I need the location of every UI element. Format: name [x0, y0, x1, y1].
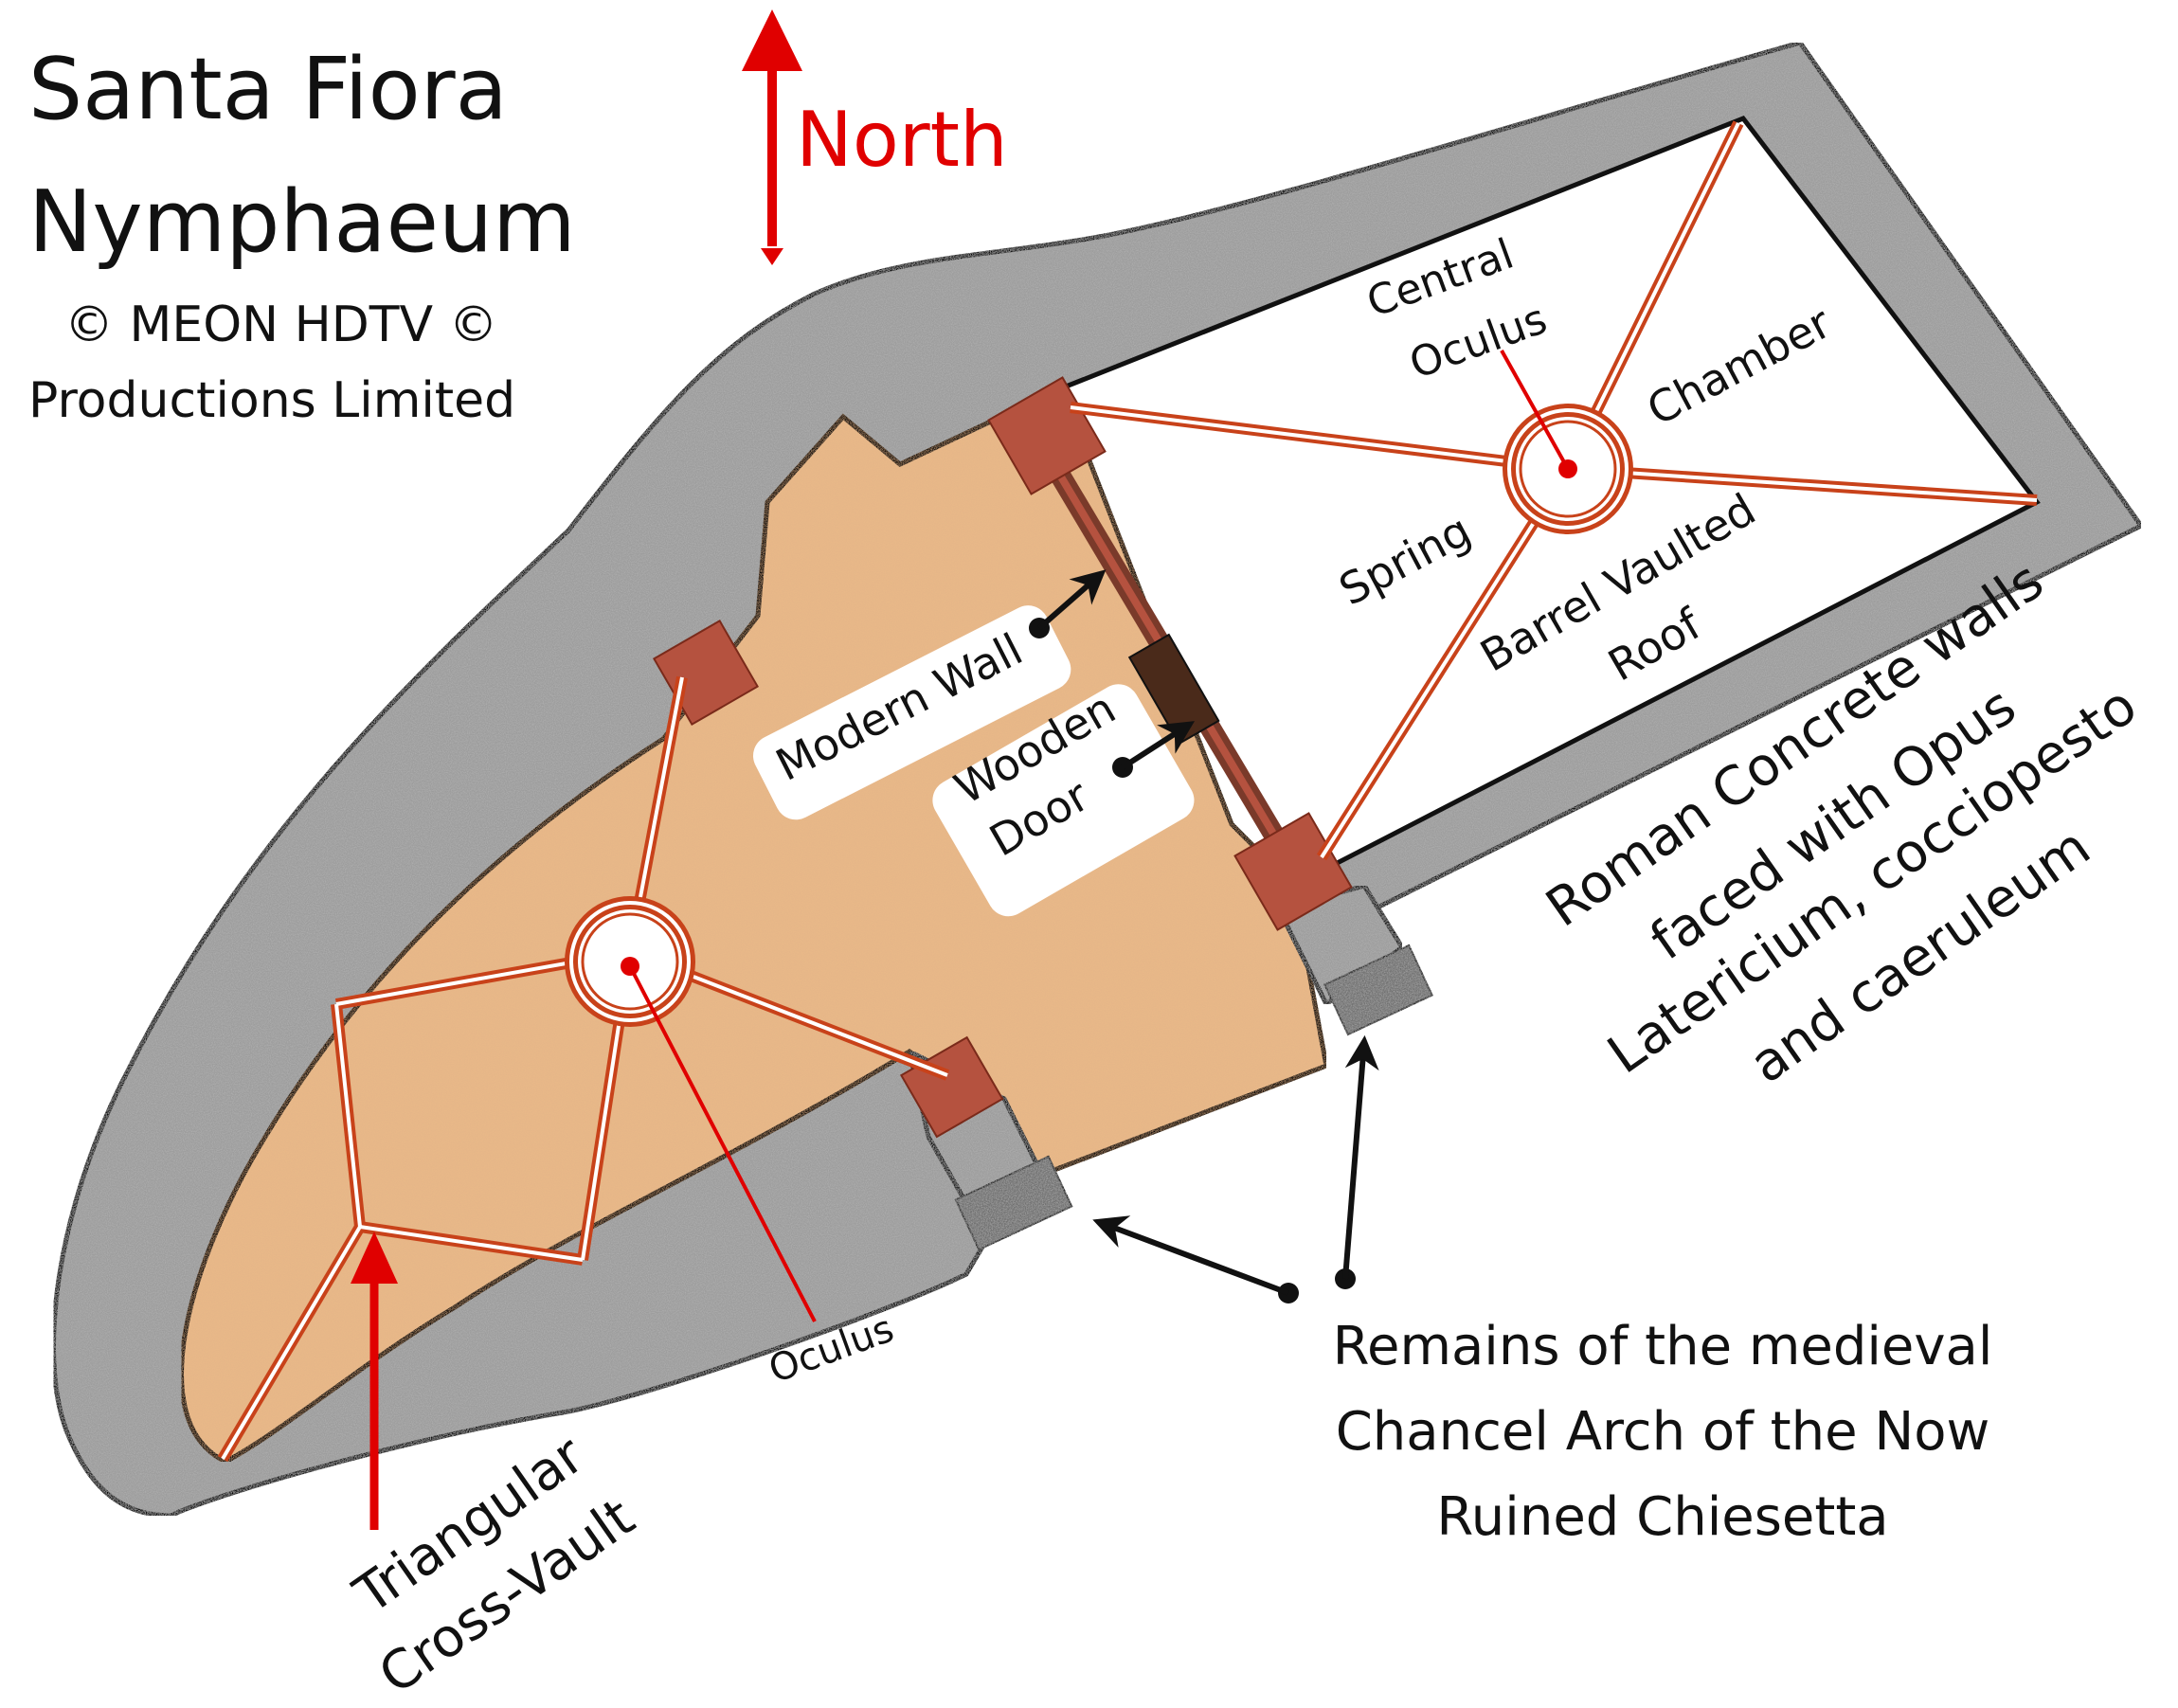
copyright-line-2: Productions Limited: [28, 372, 515, 429]
title-line-2: Nymphaeum: [28, 172, 576, 272]
arch-remains-block-east: [1321, 942, 1436, 1038]
modern-wall-pointer: [1037, 569, 1107, 631]
wooden-door: [1127, 633, 1220, 746]
cross-vault-arrow-head: [351, 1232, 398, 1284]
remains-pointer-1: [1092, 1215, 1290, 1296]
north-arrow-icon: [742, 9, 802, 265]
remains-pointer-2: [1342, 1034, 1379, 1280]
arch-remains-block-west: [951, 1152, 1076, 1254]
north-label: North: [796, 96, 1008, 184]
oculus-pointer: [628, 965, 817, 1322]
title-line-1: Santa Fiora: [28, 40, 508, 139]
wooden-door-pointer: [1121, 721, 1196, 770]
label-remains-2: Chancel Arch of the Now: [1336, 1401, 1990, 1463]
label-remains-1: Remains of the medieval: [1333, 1316, 1993, 1377]
central-oculus-pointer: [1500, 350, 1570, 470]
copyright-line-1: © MEON HDTV ©: [64, 297, 498, 353]
wooden-door-label-box: [932, 684, 1195, 917]
modern-wall-label-box: [752, 605, 1071, 820]
label-remains-3: Ruined Chiesetta: [1436, 1486, 1888, 1548]
